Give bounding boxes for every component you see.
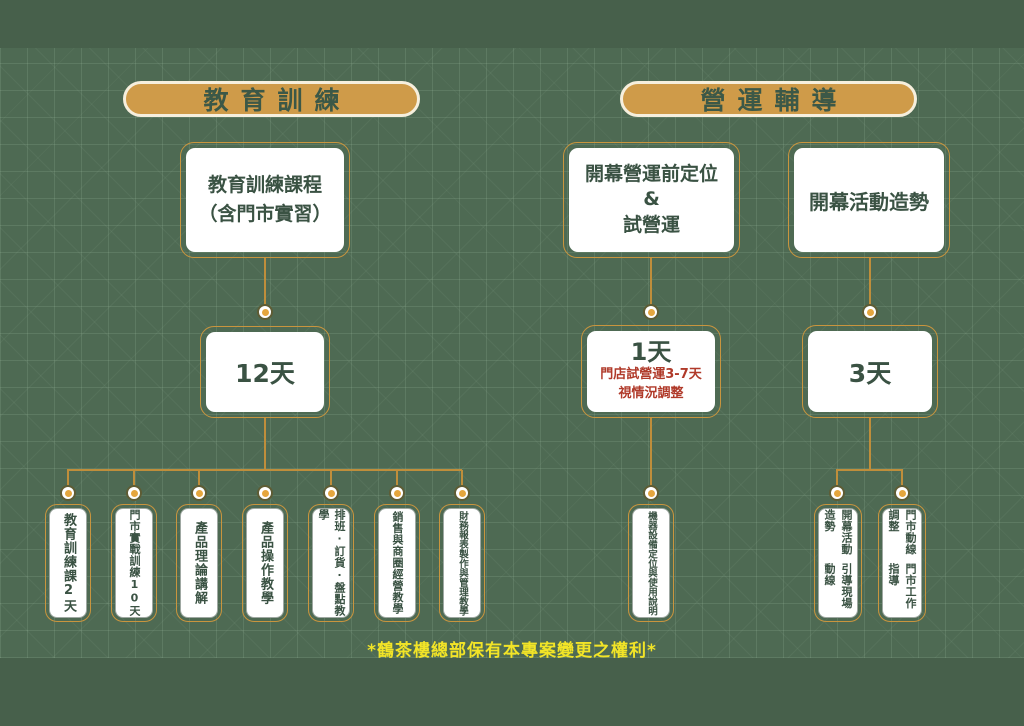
connector-node-icon [191, 485, 207, 501]
training-root-box-text: 教育訓練課程 （含門市實習） [186, 148, 344, 252]
branch2-duration-value: 3天 [848, 358, 892, 388]
branch2-root-line1: 開幕活動造勢 [809, 189, 929, 214]
branch1-item-box: 機器設備定位與使用說明 [628, 504, 674, 622]
branch2-item-2-col1: 門市動線調整 [887, 509, 917, 555]
connector-line [650, 418, 652, 486]
connector-line [133, 470, 135, 486]
section-header-operations: 營運輔導 [620, 81, 917, 117]
connector-line [198, 470, 200, 486]
training-item-box-1: 教育訓練課2天 [45, 504, 91, 622]
connector-line [836, 470, 838, 486]
footer-disclaimer: *鶴茶樓總部保有本專案變更之權利* [367, 641, 657, 661]
connector-node-icon [257, 485, 273, 501]
training-item-7-label: 財務報表製作與管理教學 [457, 510, 468, 616]
training-duration-text: 12天 [206, 332, 324, 412]
operations-branch2-root-text: 開幕活動造勢 [794, 148, 944, 252]
branch1-duration-note2: 視情況調整 [618, 385, 684, 401]
connector-line [67, 469, 462, 471]
training-item-4-label: 產品操作教學 [258, 521, 273, 605]
connector-line [330, 470, 332, 486]
operations-branch1-root-box: 開幕營運前定位 & 試營運 [563, 142, 740, 258]
branch2-duration-box: 3天 [802, 325, 938, 418]
training-item-box-7: 財務報表製作與管理教學 [439, 504, 485, 622]
branch2-item-2-col2: 門市工作指導 [887, 563, 917, 609]
connector-line [869, 258, 871, 306]
branch2-duration-text: 3天 [808, 331, 932, 412]
connector-line [264, 418, 266, 471]
connector-node-icon [60, 485, 76, 501]
training-item-box-3: 產品理論講解 [176, 504, 222, 622]
branch1-root-line3: 試營運 [622, 213, 680, 236]
training-item-5-label: 排班‧訂貨‧盤點教學 [317, 509, 346, 617]
connector-node-icon [894, 485, 910, 501]
branch1-duration-note1: 門店試營運3-7天 [600, 366, 702, 382]
training-item-box-2: 門市實戰訓練10天 [111, 504, 157, 622]
training-item-box-6: 銷售與商圈經營教學 [374, 504, 420, 622]
section-header-training: 教育訓練 [123, 81, 420, 117]
connector-node-icon [829, 485, 845, 501]
training-duration-value: 12天 [235, 359, 295, 388]
section-header-operations-label: 營運輔導 [700, 86, 849, 115]
connector-node-icon [454, 485, 470, 501]
connector-line [836, 469, 903, 471]
branch1-duration-box: 1天 門店試營運3-7天 視情況調整 [581, 325, 721, 418]
operations-branch2-root-box: 開幕活動造勢 [788, 142, 950, 258]
branch2-item-1-col2: 引導現場動線 [823, 563, 853, 609]
training-root-line1: 教育訓練課程 [207, 173, 322, 196]
training-item-6-label: 銷售與商圈經營教學 [391, 511, 404, 615]
training-duration-box: 12天 [200, 326, 330, 418]
connector-line [869, 418, 871, 471]
connector-node-icon [323, 485, 339, 501]
branch1-duration-text: 1天 門店試營運3-7天 視情況調整 [587, 331, 715, 412]
connector-line [901, 470, 903, 486]
branch2-item-1-col1: 開幕活動造勢 [823, 509, 853, 555]
training-root-box: 教育訓練課程 （含門市實習） [180, 142, 350, 258]
training-item-2-label: 門市實戰訓練10天 [128, 509, 141, 617]
connector-node-icon [257, 304, 273, 320]
connector-node-icon [862, 304, 878, 320]
branch1-root-line1: 開幕營運前定位 [584, 162, 718, 185]
branch2-item-box-1: 開幕活動造勢 引導現場動線 [814, 504, 862, 622]
section-header-training-label: 教育訓練 [203, 86, 352, 115]
connector-line [67, 470, 69, 486]
branch1-duration-value: 1天 [630, 338, 672, 367]
training-root-line2: （含門市實習） [198, 203, 332, 225]
training-item-3-label: 產品理論講解 [192, 521, 207, 605]
connector-line [264, 258, 266, 306]
training-item-box-5: 排班‧訂貨‧盤點教學 [308, 504, 354, 622]
connector-node-icon [643, 304, 659, 320]
connector-node-icon [126, 485, 142, 501]
training-item-1-label: 教育訓練課2天 [61, 513, 76, 613]
branch1-root-line2: & [643, 188, 660, 211]
connector-line [650, 258, 652, 306]
connector-node-icon [389, 485, 405, 501]
branch1-item-label: 機器設備定位與使用說明 [646, 510, 657, 616]
connector-node-icon [643, 485, 659, 501]
connector-line [396, 470, 398, 486]
operations-branch1-root-text: 開幕營運前定位 & 試營運 [569, 148, 734, 252]
training-item-box-4: 產品操作教學 [242, 504, 288, 622]
branch2-item-box-2: 門市動線調整 門市工作指導 [878, 504, 926, 622]
connector-line [461, 470, 463, 486]
